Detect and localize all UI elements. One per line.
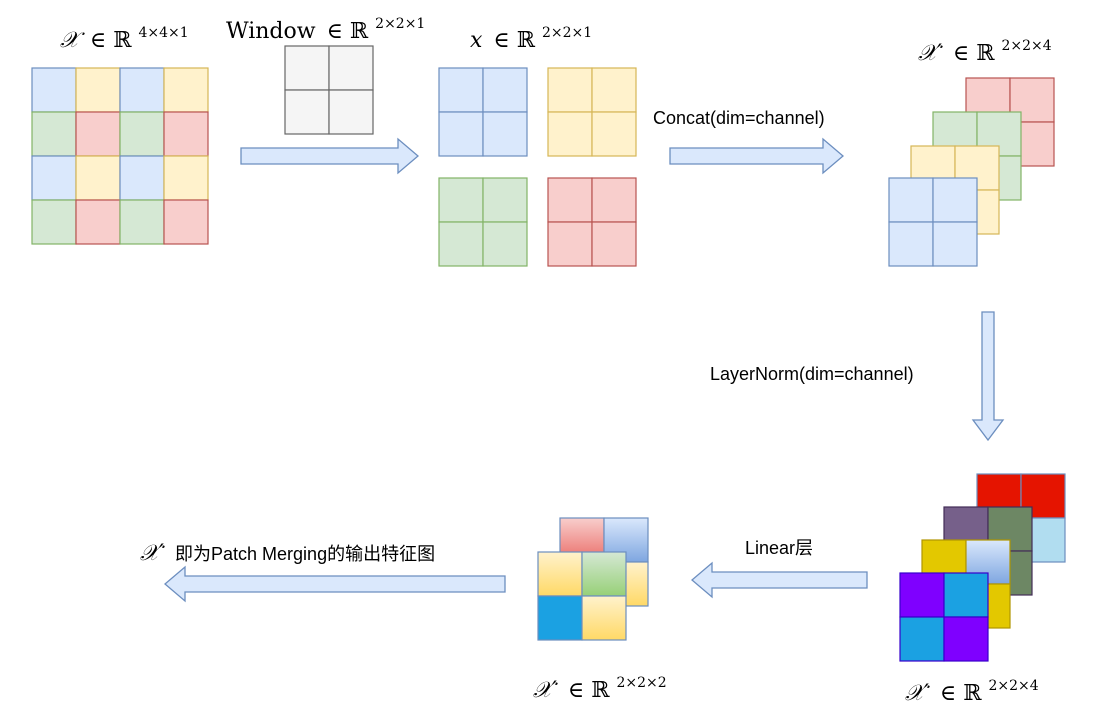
result-label: 𝒳′ 即为Patch Merging的输出特征图 <box>140 541 435 566</box>
patch-cell-yellow <box>547 67 593 113</box>
input-cell-green <box>119 111 165 157</box>
input-cell-red <box>163 199 209 245</box>
patch-cell-green <box>482 177 528 223</box>
linear-step-label: Linear层 <box>745 538 813 558</box>
output-cell <box>537 595 583 641</box>
patch-cell-green <box>438 221 484 267</box>
input-cell-red <box>163 111 209 157</box>
window-label: Window ∈ ℝ 2×2×1 <box>226 16 425 44</box>
output-label: 𝒳′ ∈ ℝ 2×2×2 <box>533 675 667 703</box>
patch-cell-yellow <box>591 111 637 157</box>
input-cell-yellow <box>163 67 209 113</box>
arrow-down-layernorm <box>971 311 1005 442</box>
patch-cell-blue <box>438 111 484 157</box>
input-grid <box>31 67 209 245</box>
input-cell-yellow <box>75 155 121 201</box>
norm-cell <box>899 572 945 618</box>
norm-cell <box>943 572 989 618</box>
concat-label: 𝒳′ ∈ ℝ 2×2×4 <box>918 38 1052 66</box>
concat-cell-blue <box>932 221 978 267</box>
input-label: 𝒳 ∈ ℝ 4×4×1 <box>60 25 189 53</box>
patch-cell-yellow <box>591 67 637 113</box>
patch-cell-red <box>591 177 637 223</box>
normalized-label: 𝒳′ ∈ ℝ 2×2×4 <box>905 678 1039 706</box>
patch-cell-blue <box>482 67 528 113</box>
arrow-to-concat <box>669 137 845 175</box>
layernorm-step-label: LayerNorm(dim=channel) <box>710 364 914 384</box>
patch-cell-blue <box>438 67 484 113</box>
patch-cell-yellow <box>547 111 593 157</box>
concat-cell-blue <box>888 221 934 267</box>
norm-cell <box>943 616 989 662</box>
window-grid <box>284 45 374 135</box>
input-cell-yellow <box>163 155 209 201</box>
input-cell-green <box>31 111 77 157</box>
input-cell-blue <box>31 67 77 113</box>
concat-step-label: Concat(dim=channel) <box>653 108 825 128</box>
input-cell-blue <box>119 155 165 201</box>
patch-cell-blue <box>482 111 528 157</box>
output-cell <box>581 595 627 641</box>
output-stack <box>537 517 649 641</box>
window-cell <box>328 89 374 135</box>
arrow-left-result <box>163 565 506 603</box>
output-cell <box>537 551 583 597</box>
patch-cell-red <box>591 221 637 267</box>
patch-cell-green <box>482 221 528 267</box>
input-cell-blue <box>31 155 77 201</box>
arrow-to-patches <box>240 137 420 175</box>
patch-cell-green <box>438 177 484 223</box>
input-cell-yellow <box>75 67 121 113</box>
normalized-stack <box>899 473 1066 662</box>
input-cell-blue <box>119 67 165 113</box>
norm-cell <box>899 616 945 662</box>
window-cell <box>328 45 374 91</box>
patch-label: x ∈ ℝ 2×2×1 <box>470 25 592 53</box>
patch-cell-red <box>547 221 593 267</box>
concat-cell-blue <box>932 177 978 223</box>
arrow-left-linear <box>690 561 868 599</box>
patch-cell-red <box>547 177 593 223</box>
concat-cell-blue <box>888 177 934 223</box>
input-cell-green <box>119 199 165 245</box>
input-cell-red <box>75 199 121 245</box>
concat-stack <box>888 77 1055 267</box>
input-cell-green <box>31 199 77 245</box>
window-cell <box>284 89 330 135</box>
window-cell <box>284 45 330 91</box>
patch-grids <box>438 67 637 267</box>
input-cell-red <box>75 111 121 157</box>
output-cell <box>581 551 627 597</box>
